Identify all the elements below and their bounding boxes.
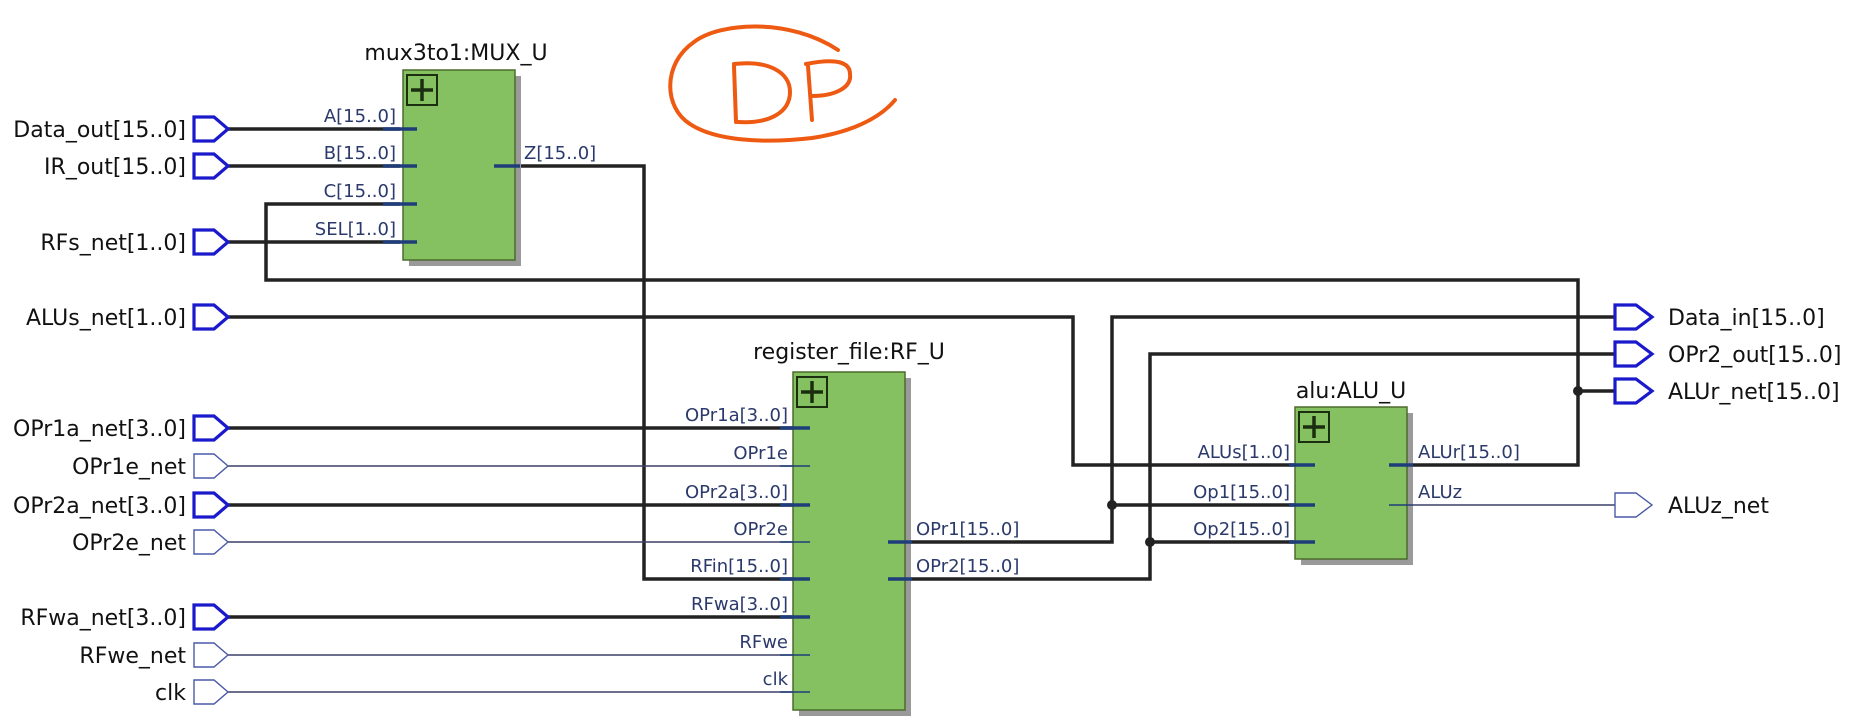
input-data-out: Data_out[15..0] [13,118,186,143]
alu-block-title: alu:ALU_U [1296,379,1406,404]
input-alus-net: ALUs_net[1..0] [26,306,186,331]
input-port-icon[interactable] [192,115,231,143]
alu-block[interactable]: alu:ALU_U ALUs[1..0] Op1[15..0] Op2[15..… [1193,379,1520,565]
input-port-icon[interactable] [193,642,230,668]
output-port-icon[interactable] [1613,340,1655,368]
alu-pin-alur: ALUr[15..0] [1418,442,1520,463]
output-data-in: Data_in[15..0] [1668,306,1825,331]
nets [228,127,1615,693]
input-port-icon[interactable] [193,679,230,705]
register-file-block[interactable]: register_file:RF_U OPr1a[3..0] OPr1e OPr… [685,340,1019,716]
rf-pin-clk: clk [763,669,789,690]
annotation-doodle: DP [668,24,897,143]
input-port-icon[interactable] [193,529,230,555]
alu-pin-op1: Op1[15..0] [1193,482,1290,503]
input-port-icon[interactable] [192,414,231,442]
output-opr2-out: OPr2_out[15..0] [1668,343,1841,368]
input-rfwa-net: RFwa_net[3..0] [20,606,186,631]
register-file-title: register_file:RF_U [753,340,945,365]
junctions [1107,386,1583,547]
input-ir-out: IR_out[15..0] [44,155,186,180]
input-opr1e-net: OPr1e_net [72,455,186,480]
input-port-icon[interactable] [192,303,231,331]
input-ports: Data_out[15..0] IR_out[15..0] RFs_net[1.… [13,115,231,706]
output-port-icon[interactable] [1613,377,1655,405]
alu-pin-op2: Op2[15..0] [1193,519,1290,540]
rf-pin-opr2e: OPr2e [733,519,788,540]
input-rfwe-net: RFwe_net [79,644,186,669]
alu-pin-aluz: ALUz [1418,482,1462,503]
rf-pin-opr2a: OPr2a[3..0] [685,482,788,503]
mux-pin-sel: SEL[1..0] [315,219,396,240]
input-opr2a-net: OPr2a_net[3..0] [13,494,186,519]
rf-pin-rfwe: RFwe [739,632,788,653]
input-opr2e-net: OPr2e_net [72,531,186,556]
input-port-icon[interactable] [192,603,231,631]
rf-pin-rfwa: RFwa[3..0] [691,594,788,615]
output-port-icon[interactable] [1613,303,1655,331]
mux-block-title: mux3to1:MUX_U [364,41,547,66]
input-port-icon[interactable] [192,491,231,519]
output-aluz-net: ALUz_net [1668,494,1769,519]
mux-pin-b: B[15..0] [324,143,396,164]
input-clk: clk [155,681,186,706]
input-opr1a-net: OPr1a_net[3..0] [13,417,186,442]
alu-pin-alus: ALUs[1..0] [1198,442,1290,463]
output-port-icon[interactable] [1614,492,1654,518]
rf-pin-rfin: RFin[15..0] [690,556,788,577]
rf-pin-opr1e: OPr1e [733,443,788,464]
mux-block[interactable]: mux3to1:MUX_U A[15..0] B[15..0] C[15..0]… [315,41,596,266]
input-port-icon[interactable] [192,228,231,256]
mux-pin-c: C[15..0] [324,181,396,202]
input-port-icon[interactable] [192,152,231,180]
rf-pin-opr1a: OPr1a[3..0] [685,405,788,426]
rf-pin-opr1: OPr1[15..0] [916,519,1019,540]
input-port-icon[interactable] [193,453,230,479]
output-ports: Data_in[15..0] OPr2_out[15..0] ALUr_net[… [1613,303,1841,519]
rf-pin-opr2: OPr2[15..0] [916,556,1019,577]
mux-pin-a: A[15..0] [324,106,396,127]
input-rfs-net: RFs_net[1..0] [40,231,186,256]
output-alur-net: ALUr_net[15..0] [1668,380,1840,405]
mux-pin-z: Z[15..0] [524,143,596,164]
